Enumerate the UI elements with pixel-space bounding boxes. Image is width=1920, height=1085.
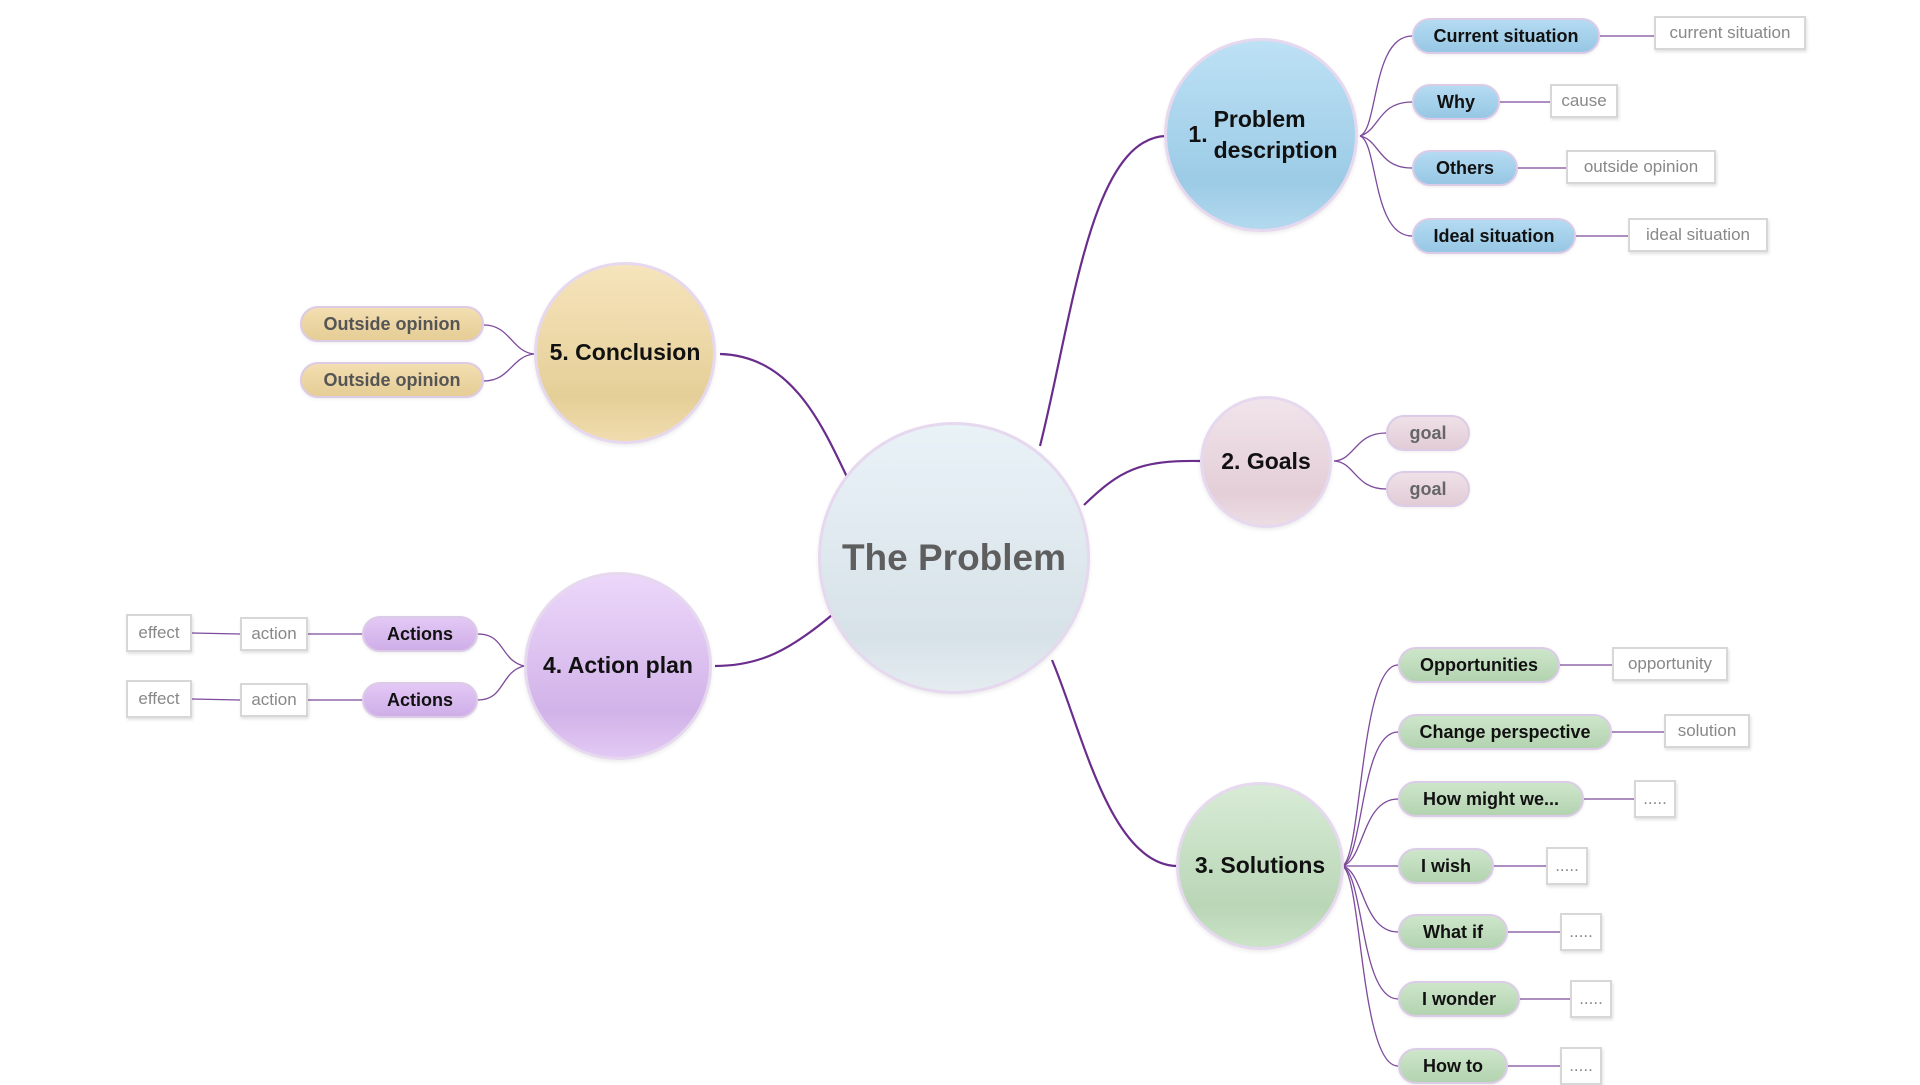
subtopic-label: What if xyxy=(1423,921,1483,942)
topic-problem-description[interactable]: 1. Problem description xyxy=(1164,38,1358,232)
note-box[interactable]: ..... xyxy=(1560,1047,1602,1085)
subtopic-label: I wish xyxy=(1420,855,1471,876)
subtopic-what-if[interactable]: What if xyxy=(1398,914,1508,950)
subtopic-label: Outside opinion xyxy=(323,369,461,390)
subtopic-goal[interactable]: goal xyxy=(1386,415,1470,451)
topic-label: 3. Solutions xyxy=(1194,852,1326,879)
topic-conclusion[interactable]: 5. Conclusion xyxy=(534,262,716,444)
subtopic-label: I wonder xyxy=(1421,988,1496,1009)
subtopic-label: Actions xyxy=(386,623,453,644)
subtopic-outside-opinion[interactable]: Outside opinion xyxy=(300,306,484,342)
note-box[interactable]: ..... xyxy=(1634,780,1676,818)
topic-label: Problem description xyxy=(1213,105,1338,163)
topic-solutions[interactable]: 3. Solutions xyxy=(1176,782,1344,950)
note-label: ..... xyxy=(1569,1056,1593,1075)
subtopic-label: Opportunities xyxy=(1420,654,1538,675)
link-central-action xyxy=(714,614,833,668)
subtopic-others[interactable]: Others xyxy=(1412,150,1518,186)
effect-box[interactable]: effect xyxy=(126,680,192,718)
topic-action-plan[interactable]: 4. Action plan xyxy=(524,572,712,760)
subtopic-label: Why xyxy=(1437,91,1475,112)
subtopic-why[interactable]: Why xyxy=(1412,84,1500,120)
note-box[interactable]: cause xyxy=(1550,84,1618,118)
action-label: action xyxy=(251,624,297,643)
effect-box[interactable]: effect xyxy=(126,614,192,652)
subtopic-label: Outside opinion xyxy=(323,313,461,334)
link-central-solutions xyxy=(1050,659,1179,868)
topic-goals[interactable]: 2. Goals xyxy=(1200,396,1332,528)
note-box[interactable]: solution xyxy=(1664,714,1750,748)
subtopic-label: goal xyxy=(1409,422,1447,443)
action-box[interactable]: action xyxy=(240,617,308,651)
note-label: outside opinion xyxy=(1583,157,1699,176)
note-label: cause xyxy=(1561,91,1607,110)
note-label: solution xyxy=(1677,721,1737,740)
subtopic-change-perspective[interactable]: Change perspective xyxy=(1398,714,1612,750)
subtopic-ideal-situation[interactable]: Ideal situation xyxy=(1412,218,1576,254)
note-label: ..... xyxy=(1579,989,1603,1008)
subtopic-how-to[interactable]: How to xyxy=(1398,1048,1508,1084)
note-label: opportunity xyxy=(1627,654,1713,673)
central-topic[interactable]: The Problem xyxy=(818,422,1090,694)
subtopic-label: Ideal situation xyxy=(1433,225,1555,246)
link-central-problem xyxy=(1038,134,1167,447)
subtopic-label: Others xyxy=(1435,157,1495,178)
note-box[interactable]: current situation xyxy=(1654,16,1806,50)
link-central-goals xyxy=(1083,459,1201,506)
subtopic-i-wonder[interactable]: I wonder xyxy=(1398,981,1520,1017)
subtopic-actions[interactable]: Actions xyxy=(362,616,478,652)
note-label: ..... xyxy=(1555,856,1579,875)
subtopic-opportunities[interactable]: Opportunities xyxy=(1398,647,1560,683)
subtopic-label: goal xyxy=(1409,478,1447,499)
subtopic-label: Actions xyxy=(386,689,453,710)
subtopic-label: Current situation xyxy=(1433,25,1579,46)
link-central-conclusion xyxy=(719,352,848,478)
effect-label: effect xyxy=(138,689,180,708)
subtopic-label: How might we... xyxy=(1422,788,1559,809)
action-label: action xyxy=(251,690,297,709)
note-label: current situation xyxy=(1669,23,1791,42)
note-label: ..... xyxy=(1569,922,1593,941)
subtopic-i-wish[interactable]: I wish xyxy=(1398,848,1494,884)
effect-label: effect xyxy=(138,623,180,642)
topic-label: 5. Conclusion xyxy=(549,339,701,366)
subtopic-label: Change perspective xyxy=(1419,721,1591,742)
topic-number: 1. xyxy=(1188,121,1208,148)
topic-label: 2. Goals xyxy=(1221,448,1311,475)
note-box[interactable]: ..... xyxy=(1560,913,1602,951)
subtopic-goal[interactable]: goal xyxy=(1386,471,1470,507)
topic-label: 4. Action plan xyxy=(543,652,693,679)
subtopic-outside-opinion[interactable]: Outside opinion xyxy=(300,362,484,398)
note-box[interactable]: ..... xyxy=(1546,847,1588,885)
subtopic-current-situation[interactable]: Current situation xyxy=(1412,18,1600,54)
action-box[interactable]: action xyxy=(240,683,308,717)
subtopic-label: How to xyxy=(1423,1055,1483,1076)
note-box[interactable]: outside opinion xyxy=(1566,150,1716,184)
note-label: ..... xyxy=(1643,789,1667,808)
central-topic-label: The Problem xyxy=(841,537,1067,578)
subtopic-actions[interactable]: Actions xyxy=(362,682,478,718)
note-box[interactable]: opportunity xyxy=(1612,647,1728,681)
note-box[interactable]: ideal situation xyxy=(1628,218,1768,252)
note-label: ideal situation xyxy=(1646,225,1750,244)
note-box[interactable]: ..... xyxy=(1570,980,1612,1018)
subtopic-how-might-we[interactable]: How might we... xyxy=(1398,781,1584,817)
